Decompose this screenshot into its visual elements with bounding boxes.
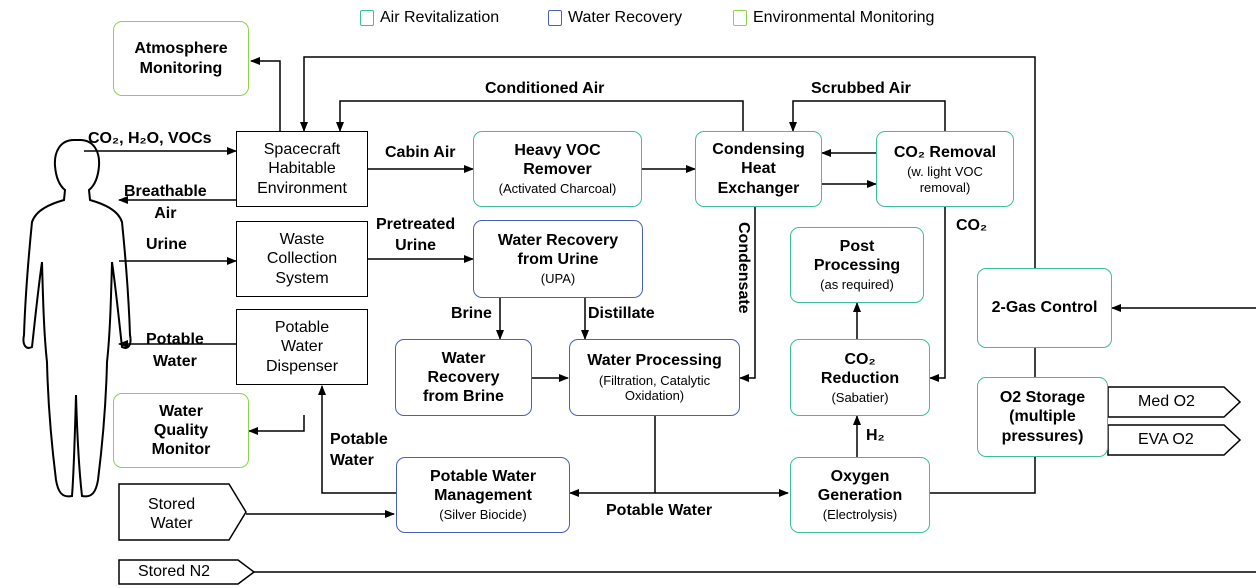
med-o2-shape [1107, 386, 1242, 418]
potable-water-management-title: Potable Water Management [429, 468, 537, 505]
atmosphere-monitoring-title: Atmosphere Monitoring [134, 40, 228, 77]
potable-water-dispenser-box: Potable Water Dispenser [236, 309, 368, 385]
post-processing-sub: (as required) [820, 277, 894, 293]
legend-water-label: Water Recovery [568, 9, 683, 26]
pretreated-urine-label: Pretreated Urine [376, 216, 456, 254]
legend-env-label: Environmental Monitoring [753, 9, 935, 26]
post-processing-box: Post Processing (as required) [790, 227, 924, 303]
water-quality-monitor-title: Water Quality Monitor [151, 402, 211, 459]
potable-water-management-box: Potable Water Management (Silver Biocide… [396, 457, 570, 533]
eva-o2-shape [1107, 424, 1242, 456]
two-gas-control-title: 2-Gas Control [991, 299, 1098, 317]
oxygen-generation-title: Oxygen Generation [817, 468, 903, 505]
flow-lines [84, 56, 1256, 573]
legend-air-swatch [360, 10, 374, 26]
conditioned-air-label: Conditioned Air [485, 80, 605, 97]
water-quality-monitor-box: Water Quality Monitor [113, 393, 249, 468]
potable-water-up-label: Potable Water [330, 431, 388, 469]
condensing-heat-exchanger-box: Condensing Heat Exchanger [695, 131, 822, 207]
water-processing-box: Water Processing (Filtration, Catalytic … [569, 339, 740, 416]
heavy-voc-remover-title: Heavy VOC Remover [514, 142, 601, 179]
o2-storage-box: O2 Storage (multiple pressures) [977, 377, 1108, 457]
water-recovery-from-urine-title: Water Recovery from Urine [497, 232, 619, 269]
legend-air-label: Air Revitalization [380, 9, 500, 26]
breathable-air-label: Breathable Air [124, 183, 207, 222]
legend-air-revitalization: Air Revitalization [360, 9, 499, 27]
water-processing-sub: (Filtration, Catalytic Oxidation) [598, 372, 711, 404]
heavy-voc-remover-box: Heavy VOC Remover (Activated Charcoal) [473, 131, 642, 207]
co2-flow-label: CO₂ [956, 217, 988, 234]
brine-label: Brine [451, 305, 492, 322]
potable-water-output-label: Potable Water [146, 331, 204, 370]
h2-flow-label: H₂ [866, 427, 885, 444]
distillate-label: Distillate [588, 305, 655, 322]
stored-n2-label: Stored N2 [138, 563, 211, 580]
co2-reduction-title: CO₂ Reduction [820, 350, 900, 387]
atmosphere-monitoring-box: Atmosphere Monitoring [113, 21, 249, 96]
water-processing-title: Water Processing [587, 352, 722, 370]
potable-water-management-sub: (Silver Biocide) [439, 507, 527, 523]
condensing-heat-exchanger-title: Condensing Heat Exchanger [712, 141, 805, 197]
cabin-air-label: Cabin Air [385, 144, 456, 161]
urine-label: Urine [146, 236, 187, 253]
habitable-environment-text: Spacecraft Habitable Environment [257, 141, 347, 197]
med-o2-label: Med O2 [1138, 393, 1195, 410]
eva-o2-label: EVA O2 [1138, 431, 1194, 448]
water-recovery-from-brine-title: Water Recovery from Brine [423, 349, 504, 406]
human-silhouette-icon [22, 139, 132, 498]
co2-reduction-sub: (Sabatier) [831, 389, 889, 405]
habitable-environment-box: Spacecraft Habitable Environment [236, 131, 368, 207]
post-processing-title: Post Processing [813, 238, 901, 275]
potable-water-dispenser-text: Potable Water Dispenser [265, 319, 339, 375]
scrubbed-air-label: Scrubbed Air [811, 80, 911, 97]
heavy-voc-remover-sub: (Activated Charcoal) [498, 181, 617, 197]
oxygen-generation-sub: (Electrolysis) [822, 507, 898, 523]
oxygen-generation-box: Oxygen Generation (Electrolysis) [790, 457, 930, 533]
water-recovery-from-brine-box: Water Recovery from Brine [395, 339, 532, 416]
water-recovery-from-urine-sub: (UPA) [540, 271, 576, 287]
co2-removal-sub: (w. light VOC removal) [907, 164, 983, 195]
legend-environmental-monitoring: Environmental Monitoring [733, 9, 934, 27]
o2-storage-title: O2 Storage (multiple pressures) [999, 389, 1086, 445]
waste-collection-text: Waste Collection System [266, 231, 338, 287]
legend-env-swatch [733, 10, 747, 26]
stored-water-shape [118, 483, 247, 541]
stored-n2-shape [118, 559, 256, 585]
co2-removal-title: CO₂ Removal [893, 143, 997, 161]
potable-water-mid-label: Potable Water [606, 502, 713, 519]
co2-reduction-box: CO₂ Reduction (Sabatier) [790, 339, 930, 416]
legend-water-swatch [548, 10, 562, 26]
waste-collection-box: Waste Collection System [236, 221, 368, 297]
two-gas-control-box: 2-Gas Control [977, 268, 1112, 348]
condensate-label: Condensate [735, 222, 752, 314]
legend-water-recovery: Water Recovery [548, 9, 682, 27]
water-recovery-from-urine-box: Water Recovery from Urine (UPA) [473, 220, 643, 298]
co2-removal-box: CO₂ Removal (w. light VOC removal) [876, 131, 1014, 207]
tank-shapes [118, 386, 1242, 585]
stored-water-label: Stored Water [148, 496, 196, 533]
co2-h2o-vocs-label: CO₂, H₂O, VOCs [88, 130, 212, 147]
